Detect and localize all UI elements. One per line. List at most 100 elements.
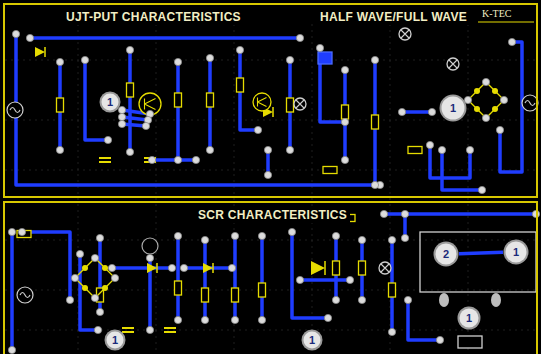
- terminal-dot: [104, 136, 111, 143]
- terminal-dot: [206, 54, 213, 61]
- terminal-dot: [81, 56, 88, 63]
- diode-symbol: [35, 47, 45, 57]
- resistor-symbol: [232, 288, 239, 302]
- terminal-dot: [126, 148, 133, 155]
- resistor-symbol: [389, 283, 396, 297]
- resistor-symbol: [287, 98, 294, 112]
- terminal-dot: [332, 232, 339, 239]
- terminal-dot: [168, 264, 175, 271]
- wire-track: [30, 36, 300, 40]
- meter-dial: 1: [104, 329, 126, 351]
- terminal-dot: [76, 250, 83, 257]
- terminal-dot: [438, 146, 445, 153]
- callout-number: 1: [466, 312, 472, 324]
- potentiometer-symbol: [142, 238, 158, 254]
- meter-dial: 1: [457, 306, 481, 330]
- wire-track: [16, 34, 380, 185]
- lamp-symbol: [399, 28, 411, 40]
- wire-track: [10, 232, 14, 350]
- transistor-leads: [145, 99, 156, 110]
- terminal-dot: [56, 58, 63, 65]
- lamp-symbol: [294, 98, 306, 110]
- ac-wave: [20, 293, 30, 298]
- grid-line: [156, 24, 157, 354]
- terminal-dot: [508, 38, 515, 45]
- ac-source: [7, 102, 23, 118]
- terminal-dot: [26, 34, 33, 41]
- terminal-dot: [466, 146, 473, 153]
- resistor-symbol: [175, 281, 182, 295]
- wire-connector: [459, 252, 503, 253]
- resistor-symbol: [127, 83, 134, 97]
- callout-number: 2: [443, 248, 449, 260]
- terminal-dot: [8, 228, 15, 235]
- terminal-dot: [482, 114, 489, 121]
- ac-wave: [10, 108, 20, 113]
- diode-bar: [272, 107, 274, 117]
- resistor-symbol: [372, 115, 379, 129]
- resistor-symbol: [259, 283, 266, 297]
- terminal-dot: [91, 294, 98, 301]
- terminal-dot: [180, 264, 187, 271]
- resistor-symbol: [342, 105, 349, 119]
- meter-rim: [434, 242, 459, 267]
- board-panel: UJT-PUT CHARACTERISTICSHALF WAVE/FULL WA…: [3, 3, 538, 198]
- bridge-diode: [492, 88, 498, 94]
- bridge-diode: [492, 106, 498, 112]
- meter-dial: 1: [301, 329, 323, 351]
- terminal-dot: [91, 254, 98, 261]
- terminal-dot: [428, 108, 435, 115]
- terminal-dot: [118, 113, 125, 120]
- terminal-dot: [96, 234, 103, 241]
- meter-rim: [105, 330, 126, 351]
- terminal-dot: [142, 122, 149, 129]
- callout-number: 1: [513, 246, 519, 258]
- bridge-diode: [82, 285, 88, 291]
- terminal-dot: [296, 34, 303, 41]
- resistor-symbol: [207, 93, 214, 107]
- wire-track: [500, 42, 522, 172]
- wire-track: [176, 62, 180, 160]
- meter-rim: [440, 95, 467, 122]
- bridge-diode: [102, 285, 108, 291]
- terminal-dot: [426, 141, 433, 148]
- diode-bar: [324, 261, 326, 275]
- meter-face-fill: [304, 332, 321, 349]
- terminal-dot: [236, 46, 243, 53]
- transistor-leads: [258, 98, 267, 107]
- meter-dial: 1: [503, 239, 529, 265]
- terminal-dot: [96, 308, 103, 315]
- terminal-dot: [258, 316, 265, 323]
- wire-track: [402, 110, 432, 114]
- terminal-dot: [371, 56, 378, 63]
- resistor-symbol: [323, 167, 337, 174]
- terminal-dot: [201, 236, 208, 243]
- terminal-dot: [332, 296, 339, 303]
- callout-number: 1: [450, 102, 456, 114]
- diode-bar: [156, 263, 158, 273]
- terminal-dot: [12, 30, 19, 37]
- terminal-dot: [174, 316, 181, 323]
- terminal-dot: [388, 328, 395, 335]
- capacitor-symbol: [122, 328, 134, 332]
- terminal-dot: [174, 232, 181, 239]
- component-box: [458, 336, 482, 348]
- terminal-dot: [174, 156, 181, 163]
- terminal-dot: [341, 66, 348, 73]
- logo-underline: [478, 21, 534, 22]
- terminal-dot: [18, 228, 25, 235]
- capacitor-symbol: [164, 328, 176, 332]
- panel-title: HALF WAVE/FULL WAVE: [317, 10, 470, 25]
- terminal-dot: [174, 58, 181, 65]
- resistor-symbol: [408, 147, 422, 154]
- lamp-cross: [381, 264, 389, 272]
- terminal-dot: [118, 106, 125, 113]
- meter-rim: [302, 330, 323, 351]
- terminal-dot: [496, 126, 503, 133]
- meter-rim: [458, 307, 481, 330]
- terminal-dot: [126, 46, 133, 53]
- capacitor-symbol: [99, 158, 111, 162]
- terminal-dot: [380, 210, 387, 217]
- wire-track: [152, 158, 196, 162]
